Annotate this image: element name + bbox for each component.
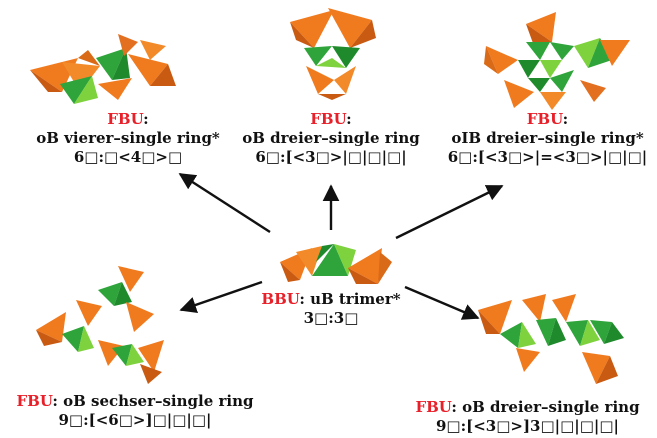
bbu-title: : uB trimer* bbox=[299, 290, 401, 308]
ring-name: oIB dreier–single ring* bbox=[451, 129, 644, 147]
fbu-colon: : bbox=[562, 110, 569, 128]
arrow-to-top-right bbox=[395, 184, 504, 240]
ring-name: : oB sechser–single ring bbox=[52, 392, 254, 410]
arrows bbox=[178, 172, 504, 320]
polyhedra-trimer bbox=[280, 244, 392, 284]
ring-formula: 9□:[<3□>]3□|□|□|□| bbox=[435, 417, 620, 435]
ring-name: oB dreier–single ring bbox=[242, 129, 420, 147]
polyhedra-oib-dreier-ring bbox=[484, 12, 630, 110]
ring-formula: 9□:[<6□>]□|□|□| bbox=[58, 411, 212, 429]
arrow-to-bottom-right bbox=[404, 285, 480, 320]
ring-name: : oB dreier–single ring bbox=[451, 398, 640, 416]
bbu-formula: 3□:3□ bbox=[303, 309, 359, 327]
fbu-prefix: FBU bbox=[526, 110, 563, 128]
label-bottom-right: FBU: oB dreier–single ring 9□:[<3□>]3□|□… bbox=[400, 398, 655, 436]
bbu-prefix: BBU bbox=[261, 290, 300, 308]
fbu-prefix: FBU bbox=[310, 110, 347, 128]
label-top-center: FBU: oB dreier–single ring 6□:[<3□>|□|□|… bbox=[226, 110, 436, 167]
fbu-prefix: FBU bbox=[415, 398, 452, 416]
fbu-colon: : bbox=[143, 110, 149, 128]
fbu-colon: : bbox=[346, 110, 352, 128]
arrow-to-bottom-left bbox=[179, 280, 263, 313]
label-top-right: FBU: oIB dreier–single ring* 6□:[<3□>|=<… bbox=[440, 110, 655, 167]
ring-formula: 6□:□<4□>□ bbox=[73, 148, 183, 166]
label-bottom-left: FBU: oB sechser–single ring 9□:[<6□>]□|□… bbox=[4, 392, 266, 430]
fbu-prefix: FBU bbox=[107, 110, 144, 128]
fbu-prefix: FBU bbox=[16, 392, 53, 410]
label-top-left: FBU: oB vierer–single ring* 6□:□<4□>□ bbox=[18, 110, 238, 167]
polyhedra-dreier-ring-bottom bbox=[478, 294, 624, 384]
ring-formula: 6□:[<3□>|=<3□>|□|□| bbox=[447, 148, 648, 166]
ring-name: oB vierer–single ring* bbox=[36, 129, 220, 147]
polyhedra-dreier-ring-top bbox=[290, 8, 376, 100]
polyhedra-vierer-ring bbox=[30, 34, 176, 104]
polyhedra-sechser-ring bbox=[36, 266, 164, 384]
ring-formula: 6□:[<3□>|□|□|□| bbox=[255, 148, 407, 166]
label-center: BBU: uB trimer* 3□:3□ bbox=[256, 290, 406, 328]
arrow-to-top-left bbox=[178, 172, 271, 234]
